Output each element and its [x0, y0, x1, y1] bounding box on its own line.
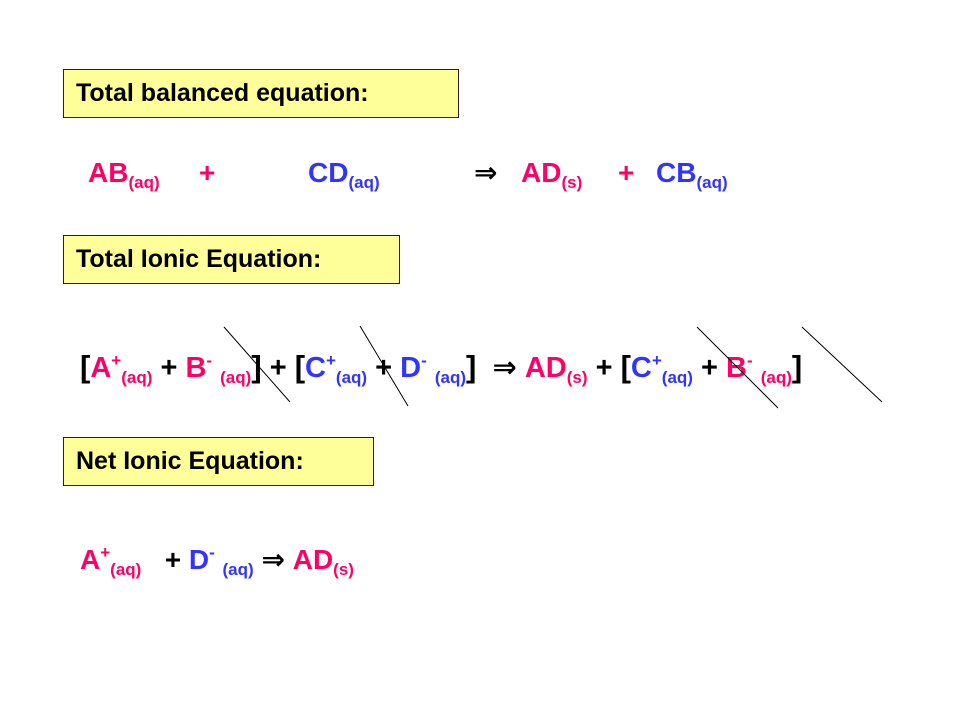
- arrow-symbol: ⇒: [474, 157, 498, 188]
- ion-d: D- (aq): [400, 351, 467, 387]
- plus-sign: +: [595, 352, 613, 384]
- plus-sign: +: [164, 544, 182, 575]
- ion-c: C+(aq): [305, 351, 368, 387]
- net-ionic-equation: A+(aq) + D- (aq) ⇒ AD(s): [80, 543, 354, 579]
- plus-sign: +: [701, 352, 718, 384]
- ionic-equation: [A+(aq) + B- (aq)] + [C+(aq) + D- (aq)] …: [80, 349, 803, 387]
- net-ionic-equation-label: Net Ionic Equation:: [63, 437, 374, 486]
- term-ab: AB(aq): [88, 157, 160, 192]
- ion-a: A+(aq): [90, 351, 153, 387]
- arrow-symbol: ⇒: [492, 352, 517, 384]
- close-bracket: ]: [466, 349, 477, 384]
- term-ad: AD(s): [521, 157, 583, 192]
- ion-a: A+(aq): [80, 543, 142, 579]
- open-bracket: [: [294, 349, 306, 384]
- ion-d: D- (aq): [188, 543, 254, 579]
- plus-sign: +: [375, 352, 393, 384]
- arrow-symbol: ⇒: [261, 544, 285, 575]
- open-bracket: [: [620, 349, 631, 384]
- ion-b: B- (aq): [185, 351, 252, 387]
- plus-sign: +: [269, 352, 287, 384]
- ion-b-product: B- (aq): [726, 351, 792, 387]
- total-balanced-equation-label: Total balanced equation:: [63, 69, 459, 118]
- close-bracket: ]: [791, 349, 803, 384]
- term-cb: CB(aq): [656, 157, 728, 192]
- plus-sign: +: [618, 157, 635, 188]
- product-ad: AD(s): [524, 352, 588, 387]
- close-bracket: ]: [251, 349, 262, 384]
- strike-b-product: [801, 326, 883, 403]
- plus-sign: +: [160, 352, 178, 384]
- ion-c-product: C+(aq): [630, 351, 693, 387]
- open-bracket: [: [80, 349, 91, 384]
- term-cd: CD(aq): [308, 157, 380, 192]
- product-ad: AD(s): [292, 544, 354, 579]
- total-ionic-equation-label: Total Ionic Equation:: [63, 235, 400, 284]
- plus-sign: +: [199, 157, 216, 188]
